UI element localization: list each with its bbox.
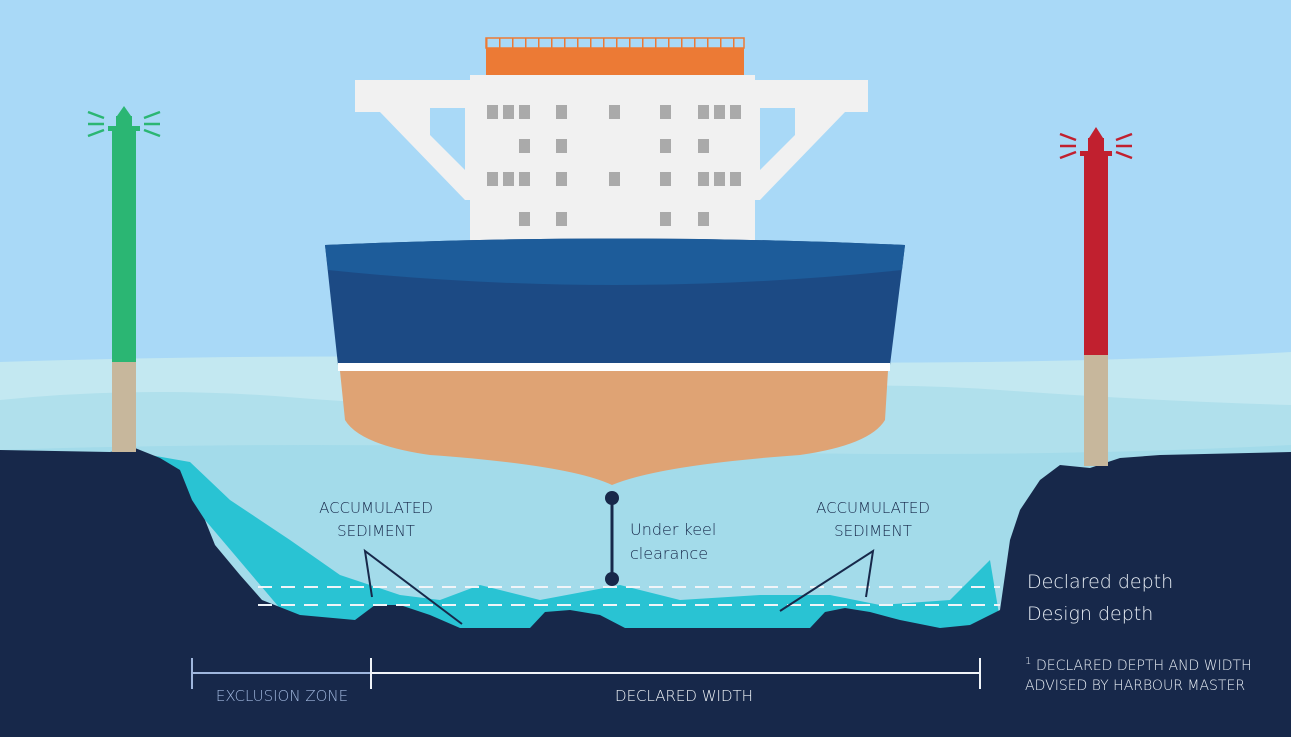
sediment-left-pointer [363, 548, 463, 625]
ship-window [556, 105, 567, 119]
footnote-line2: ADVISED BY HARBOUR MASTER [1025, 678, 1245, 694]
under-keel-clearance-marker [605, 491, 619, 586]
ship-window [730, 172, 741, 186]
declared-width-dimension [370, 658, 981, 689]
hull-white-stripe [338, 363, 890, 371]
rail-post [655, 38, 657, 48]
seabed [0, 448, 1291, 737]
starboard-marker-green [87, 106, 161, 452]
rail-post [642, 38, 644, 48]
rail-post [694, 38, 696, 48]
ship-window [698, 139, 709, 153]
rail-post [720, 38, 722, 48]
ship-window [660, 172, 671, 186]
sediment-right-label-line2: SEDIMENT [834, 522, 912, 540]
ship-window [698, 105, 709, 119]
sediment-left-label-line2: SEDIMENT [337, 522, 415, 540]
ship-hull-lower [340, 371, 888, 485]
rail-post [577, 38, 579, 48]
rail-post [525, 38, 527, 48]
ship-window [503, 172, 514, 186]
rail-post [733, 38, 735, 48]
ship-window [556, 212, 567, 226]
rail-post [603, 38, 605, 48]
ship-window [660, 139, 671, 153]
rail-post [668, 38, 670, 48]
ship-window [519, 172, 530, 186]
rail-post [629, 38, 631, 48]
rail-post [590, 38, 592, 48]
exclusion-zone-dimension [191, 658, 371, 689]
ship-window [609, 172, 620, 186]
ship-window [660, 212, 671, 226]
rail-post [538, 38, 540, 48]
declared-depth-label: Declared depth [1027, 571, 1173, 593]
rail-post [499, 38, 501, 48]
rail-post [616, 38, 618, 48]
ship-window [714, 172, 725, 186]
sediment-left-label-line1: ACCUMULATED [319, 499, 433, 517]
rail-post [707, 38, 709, 48]
ship-window [556, 172, 567, 186]
rail-post [512, 38, 514, 48]
ship [325, 37, 905, 485]
footnote-line1: DECLARED DEPTH AND WIDTH [1036, 658, 1252, 674]
ship-window [660, 105, 671, 119]
rail-post [551, 38, 553, 48]
ship-funnel-top [486, 48, 744, 75]
sediment-right-pointer [779, 548, 875, 612]
design-depth-label: Design depth [1027, 603, 1153, 625]
ship-window [519, 139, 530, 153]
ukc-label-line1: Under keel [630, 520, 716, 539]
rail-post [486, 38, 488, 48]
ukc-label-line2: clearance [630, 544, 708, 563]
ship-window [609, 105, 620, 119]
rail-post [564, 38, 566, 48]
ship-window [556, 139, 567, 153]
footnote-marker: 1 [1025, 656, 1031, 667]
port-marker-red [1059, 127, 1133, 466]
ship-window [730, 105, 741, 119]
ship-window [698, 212, 709, 226]
ship-window [503, 105, 514, 119]
ship-window [487, 105, 498, 119]
ship-window [519, 105, 530, 119]
ship-window [698, 172, 709, 186]
declared-width-label: DECLARED WIDTH [615, 687, 753, 705]
rail-post [681, 38, 683, 48]
sediment-right-label-line1: ACCUMULATED [816, 499, 930, 517]
ship-window [519, 212, 530, 226]
exclusion-zone-label: EXCLUSION ZONE [216, 687, 348, 705]
hull-top-band [325, 238, 905, 285]
ship-window [487, 172, 498, 186]
ship-window [714, 105, 725, 119]
